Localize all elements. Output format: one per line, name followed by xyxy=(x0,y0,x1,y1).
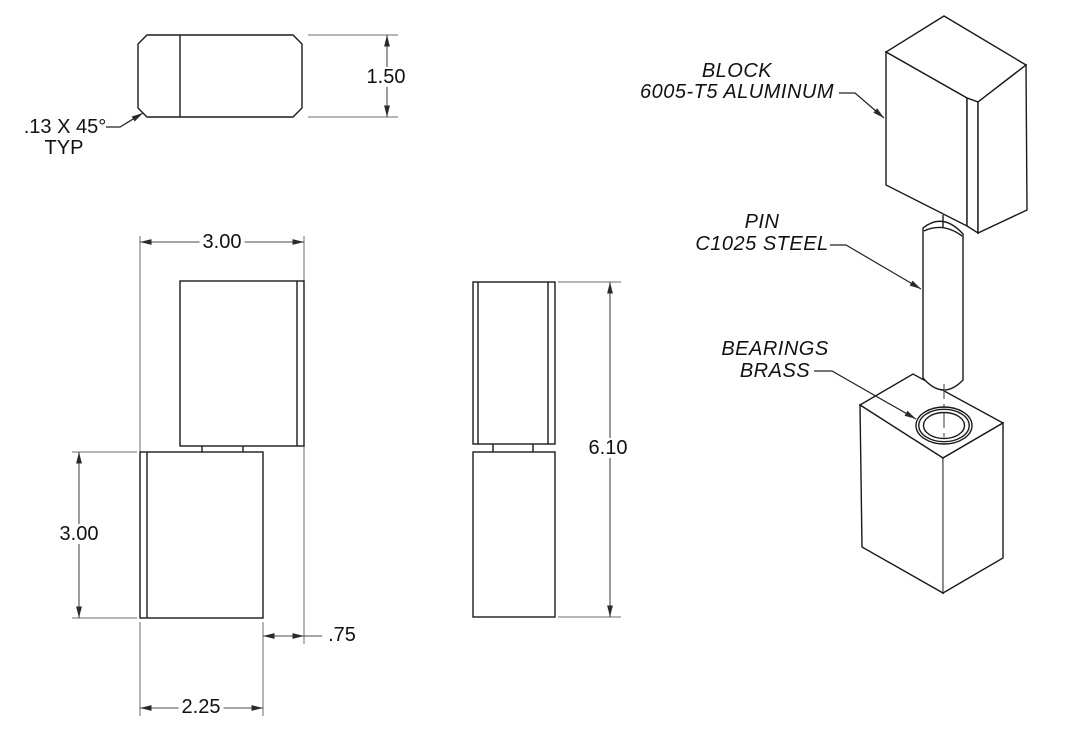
bearings-label-line1: BEARINGS xyxy=(721,338,829,360)
bearings-leader xyxy=(814,370,917,420)
top-view xyxy=(137,34,303,118)
pin-label-line2: C1025 STEEL xyxy=(695,233,829,255)
front-view xyxy=(139,280,305,619)
chamfer-callout-text: .13 X 45° xyxy=(23,116,107,138)
dim-leaf-width-2-25: 2.25 xyxy=(178,697,224,717)
iso-lower-block xyxy=(858,373,1005,595)
bearings-label-line2: BRASS xyxy=(739,360,811,382)
dim-depth-1-50: 1.50 xyxy=(363,67,409,87)
iso-pin xyxy=(922,215,964,438)
dim-leaf-height-3-00: 3.00 xyxy=(56,524,102,544)
dim-offset-0-75: .75 xyxy=(328,624,356,646)
iso-upper-block xyxy=(884,15,1028,235)
block-leader xyxy=(839,92,885,119)
chamfer-callout-typ: TYP xyxy=(44,137,84,159)
block-label-line2: 6005-T5 ALUMINUM xyxy=(640,81,834,103)
iso-bearing-hole xyxy=(915,406,973,445)
dim-overall-height-6-10: 6.10 xyxy=(585,438,631,458)
extension-lines xyxy=(72,34,621,716)
pin-leader xyxy=(830,244,922,290)
leader-lines xyxy=(106,92,922,420)
dimension-lines xyxy=(76,35,613,711)
block-label-line1: BLOCK xyxy=(701,60,773,82)
side-view xyxy=(472,281,556,618)
pin-label-line1: PIN xyxy=(744,211,780,233)
dim-overall-width-3-00: 3.00 xyxy=(199,232,245,252)
isometric-view xyxy=(858,15,1028,595)
chamfer-leader xyxy=(106,112,144,128)
